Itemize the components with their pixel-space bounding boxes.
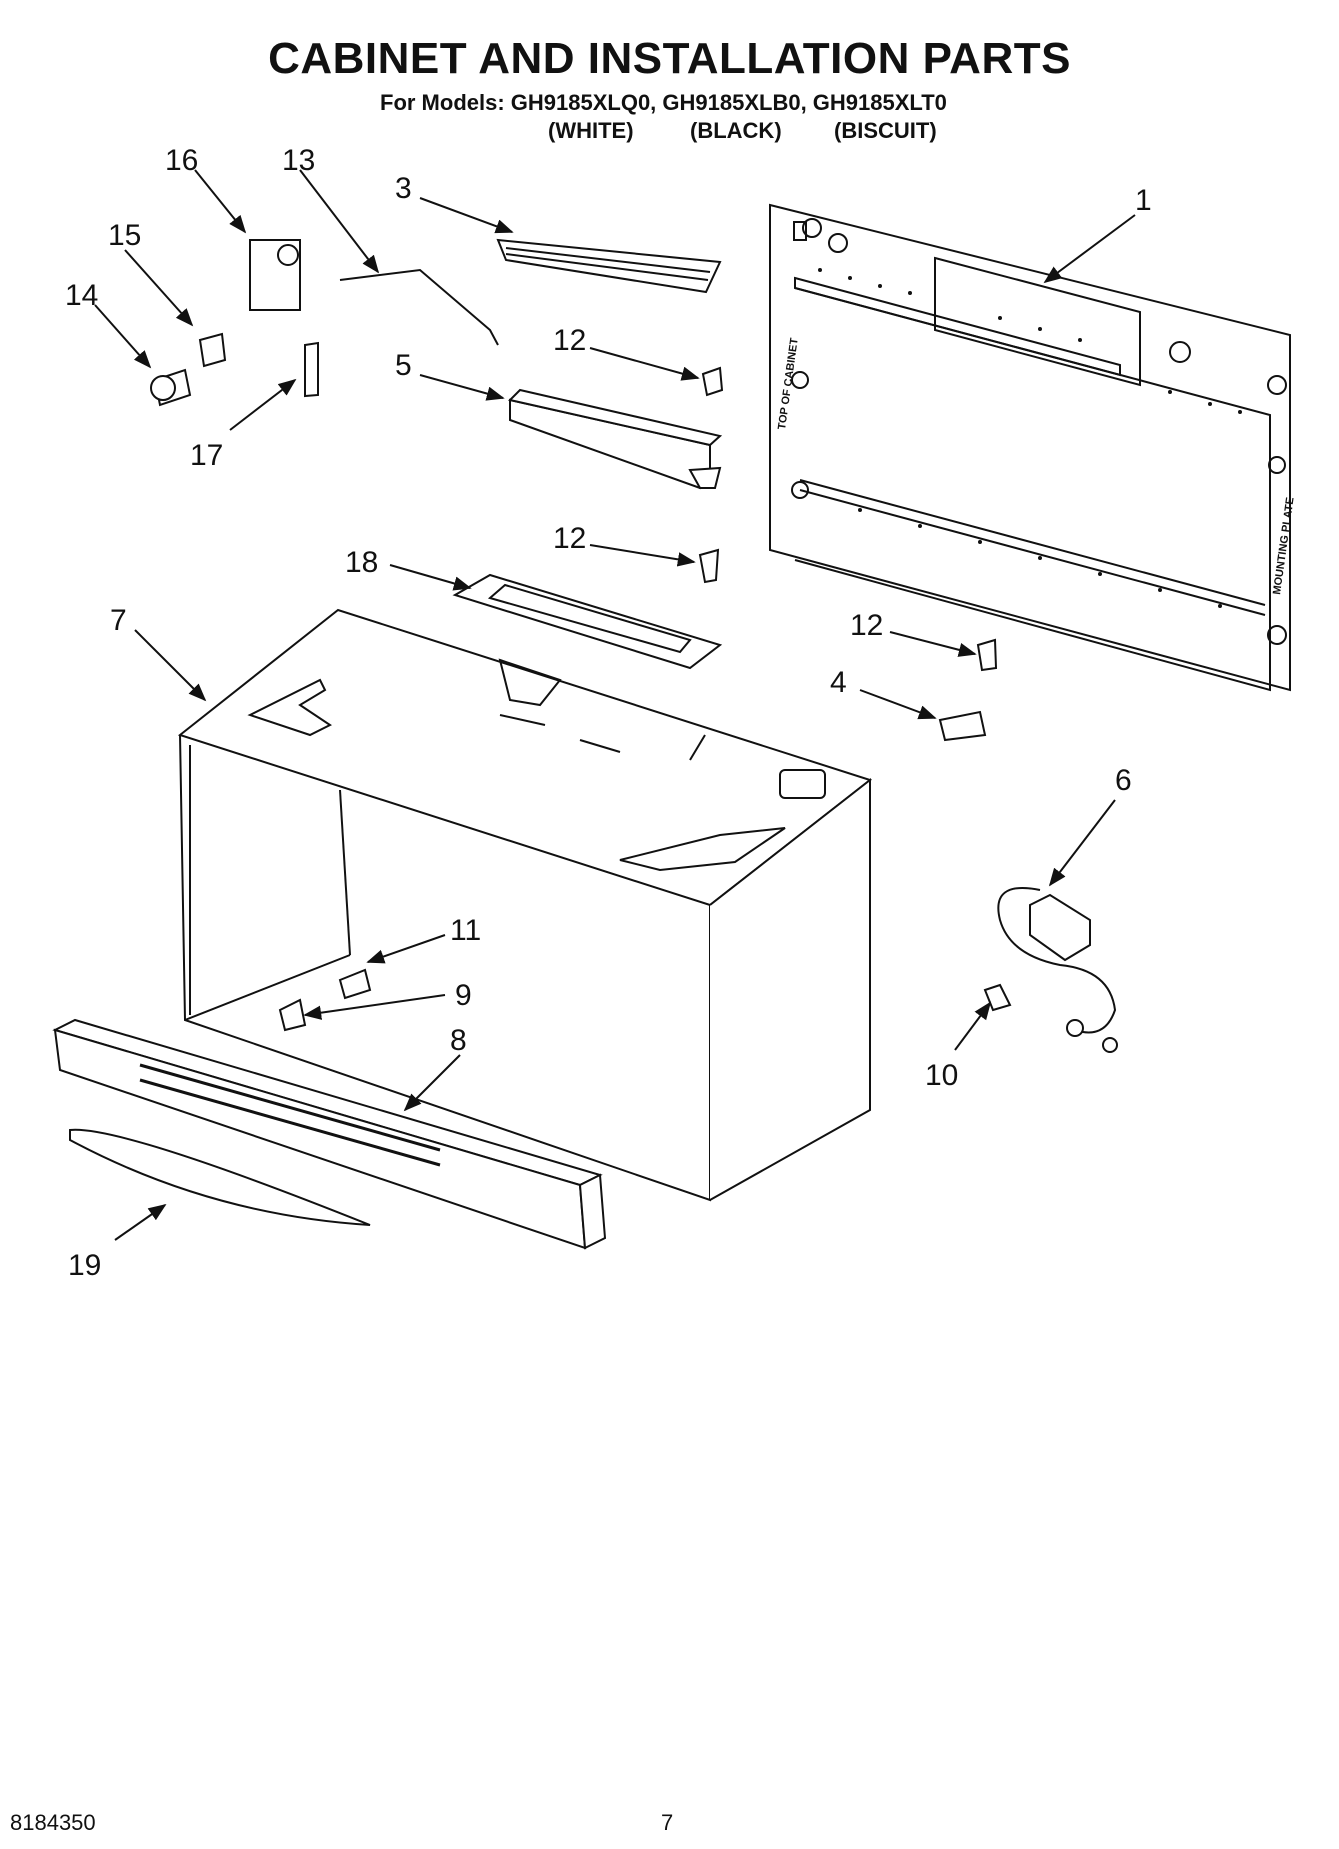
callout-18: 18 xyxy=(345,546,378,579)
mounting-plate-part: TOP OF CABINET MOUNTING PLATE xyxy=(769,203,1297,692)
callout-17: 17 xyxy=(190,439,223,472)
gasket-plate-part xyxy=(452,573,723,670)
page-number: 7 xyxy=(661,1810,674,1835)
callout-labels: 1 3 4 5 6 7 8 9 10 11 12 12 12 13 14 15 … xyxy=(65,144,1152,1282)
variant-biscuit: (BISCUIT) xyxy=(834,118,937,143)
callout-19: 19 xyxy=(68,1249,101,1282)
callout-16: 16 xyxy=(165,144,198,177)
callout-4: 4 xyxy=(830,666,847,699)
callout-9: 9 xyxy=(455,979,472,1012)
callout-7: 7 xyxy=(110,604,127,637)
grille-part xyxy=(52,1018,607,1250)
callout-leaders xyxy=(94,169,1136,1241)
callout-6: 6 xyxy=(1115,764,1132,797)
callout-12-a: 12 xyxy=(553,324,586,357)
top-rail-part xyxy=(496,238,722,294)
variant-white: (WHITE) xyxy=(548,118,634,143)
callout-3: 3 xyxy=(395,172,412,205)
cabinet-part xyxy=(177,608,873,1202)
callout-14: 14 xyxy=(65,279,98,312)
nameplate-part xyxy=(69,1128,371,1226)
channel-part xyxy=(508,388,723,490)
callout-13: 13 xyxy=(282,144,315,177)
thermal-switch-part xyxy=(997,887,1118,1053)
callout-1: 1 xyxy=(1135,184,1152,217)
callout-5: 5 xyxy=(395,349,412,382)
callout-11: 11 xyxy=(450,914,481,947)
small-hardware-parts xyxy=(150,239,1012,1032)
models-line: For Models: GH9185XLQ0, GH9185XLB0, GH91… xyxy=(380,90,947,115)
callout-10: 10 xyxy=(925,1059,958,1092)
doc-number: 8184350 xyxy=(10,1810,96,1835)
mounting-plate-holes xyxy=(818,268,1242,608)
callout-15: 15 xyxy=(108,219,141,252)
callout-8: 8 xyxy=(450,1024,467,1057)
page-title: CABINET AND INSTALLATION PARTS xyxy=(268,34,1071,83)
variant-black: (BLACK) xyxy=(690,118,782,143)
callout-12-c: 12 xyxy=(850,609,883,642)
callout-12-b: 12 xyxy=(553,522,586,555)
